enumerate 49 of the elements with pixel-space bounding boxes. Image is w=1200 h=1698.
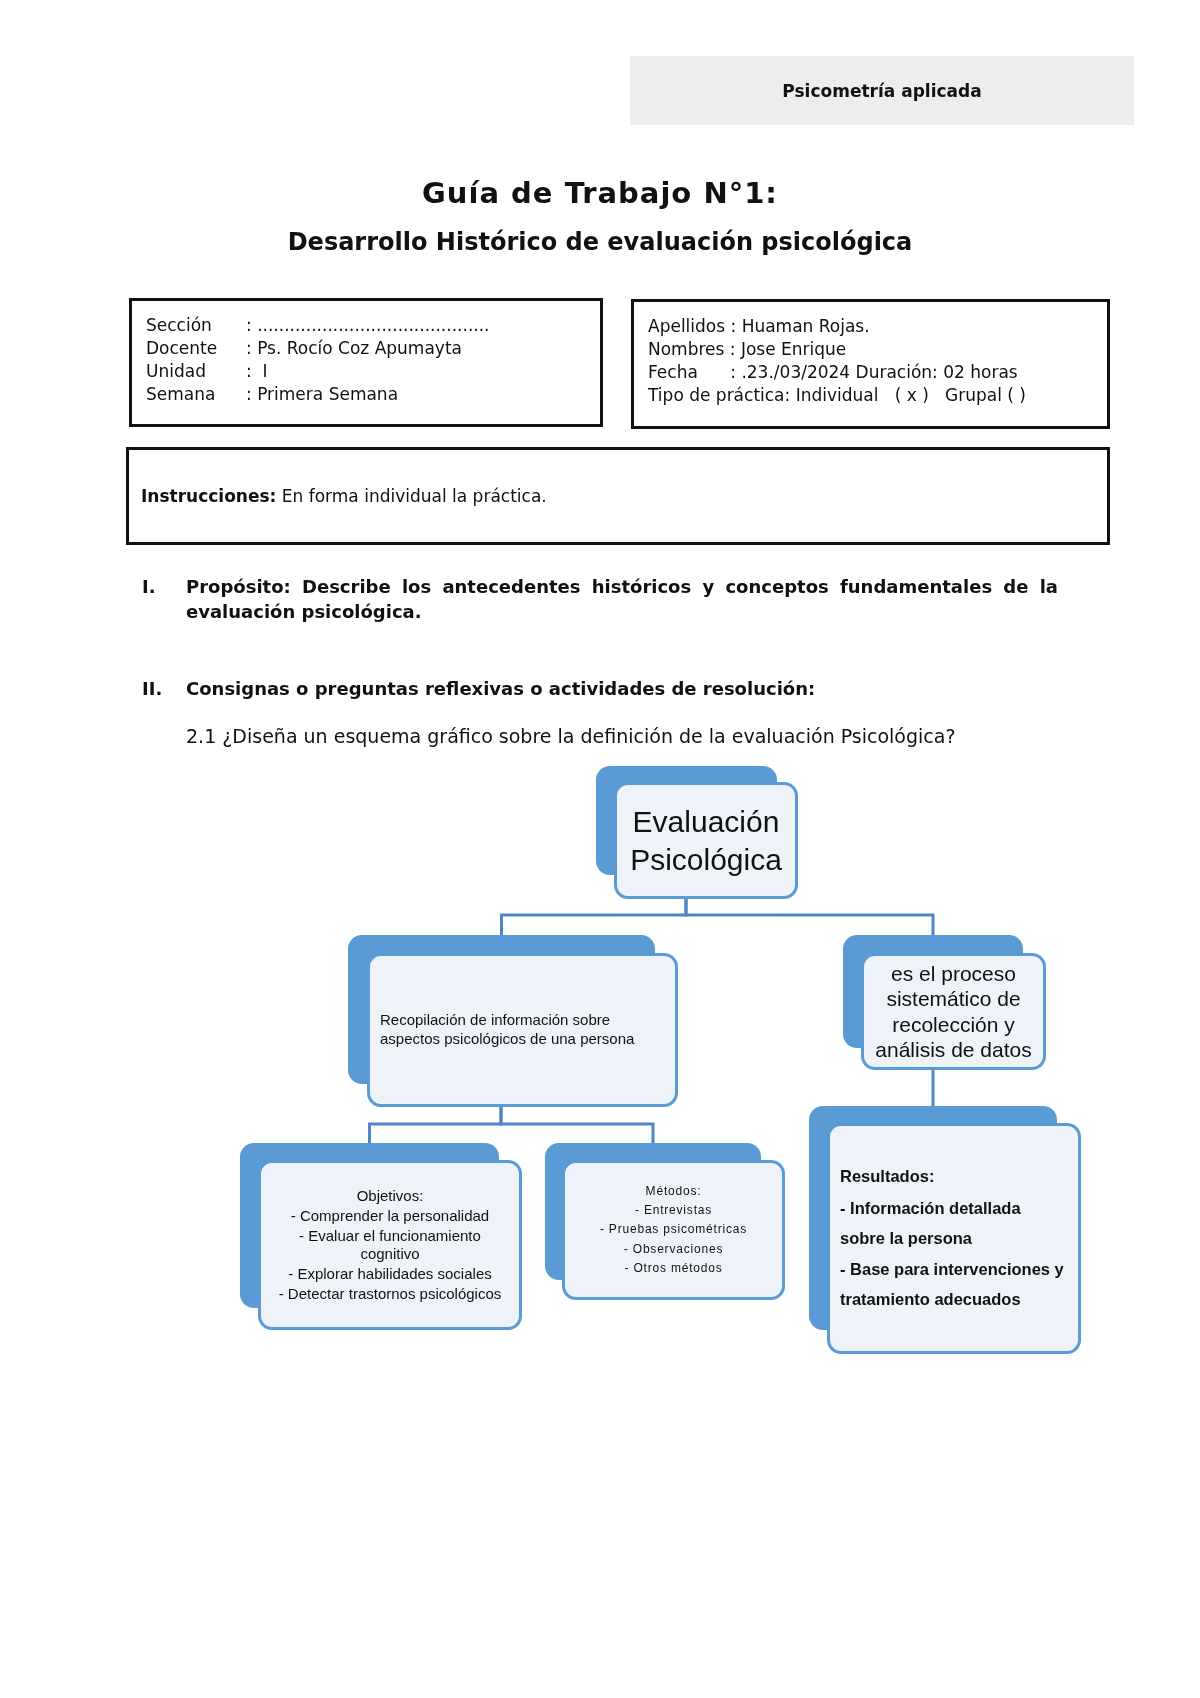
info-line: Tipo de práctica: Individual ( x ) Grupal ( ) xyxy=(648,385,1027,405)
instructions-box xyxy=(126,447,1110,545)
field-value: : Primera Semana xyxy=(246,384,400,404)
concept-card xyxy=(240,1143,522,1330)
info-box xyxy=(129,298,603,427)
card-text: - Observaciones xyxy=(623,1240,724,1258)
card-text: - Información detallada sobre la persona xyxy=(840,1197,1022,1249)
concept-card xyxy=(843,935,1046,1070)
card-text: - Comprender la personalidad xyxy=(290,1207,490,1225)
connector-line xyxy=(499,1107,655,1143)
card-text: Recopilación de información sobre aspectos psicológicos de una persona xyxy=(380,1011,636,1049)
card-text: Métodos: xyxy=(645,1182,702,1200)
info-line: Nombres : Jose Enrique xyxy=(648,339,848,359)
concept-card xyxy=(809,1106,1081,1354)
field-value: : ........................................... xyxy=(246,315,491,335)
section-number: II. xyxy=(142,677,164,701)
card-text: es el proceso sistemático de recolección y análisis de datos xyxy=(874,961,1033,1062)
card-text: - Explorar habilidades sociales xyxy=(288,1265,492,1283)
card-text: - Evaluar el funcionamiento cognitivo xyxy=(298,1227,482,1263)
concept-card xyxy=(545,1143,785,1300)
field-label: Sección xyxy=(146,315,213,335)
field-label: Docente xyxy=(146,338,219,358)
subtitle: Desarrollo Histórico de evaluación psicológica xyxy=(286,227,914,258)
section-heading: Consignas o preguntas reflexivas o actividades de resolución: xyxy=(186,677,817,701)
question-text: 2.1 ¿Diseña un esquema gráfico sobre la definición de la evaluación Psicológica? xyxy=(186,724,957,749)
info-box xyxy=(631,299,1110,429)
card-text: - Pruebas psicométricas xyxy=(599,1221,748,1239)
concept-card xyxy=(348,935,678,1107)
concept-card xyxy=(596,766,798,899)
card-text: - Otros métodos xyxy=(624,1260,723,1278)
course-header-box: Psicometría aplicada xyxy=(630,56,1134,125)
card-text: Evaluación Psicológica xyxy=(629,804,783,878)
title: Guía de Trabajo N°1: xyxy=(421,176,779,210)
connector-line xyxy=(931,1070,935,1106)
section-number: I. xyxy=(142,575,157,599)
card-text: - Detectar trastornos psicológicos xyxy=(278,1285,502,1303)
connector-line xyxy=(684,899,935,935)
card-text: Resultados: xyxy=(840,1166,935,1188)
field-value: : I xyxy=(246,361,269,381)
field-value: : Ps. Rocío Coz Apumayta xyxy=(246,338,463,358)
card-text: - Base para intervenciones y tratamiento adecuados xyxy=(840,1259,1065,1311)
info-line: Fecha : .23./03/2024 Duración: 02 horas xyxy=(648,362,1019,382)
card-text: Objetivos: xyxy=(356,1187,424,1205)
field-label: Unidad xyxy=(146,361,207,381)
card-text: - Entrevistas xyxy=(634,1201,713,1219)
purpose-text: Propósito: Describe los antecedentes históricos y conceptos fundamentales de la evaluación psicológica. xyxy=(186,575,1058,625)
info-line: Apellidos : Huaman Rojas. xyxy=(648,316,871,336)
instructions-text: Instrucciones: En forma individual la práctica. xyxy=(141,486,547,506)
field-label: Semana xyxy=(146,384,217,404)
